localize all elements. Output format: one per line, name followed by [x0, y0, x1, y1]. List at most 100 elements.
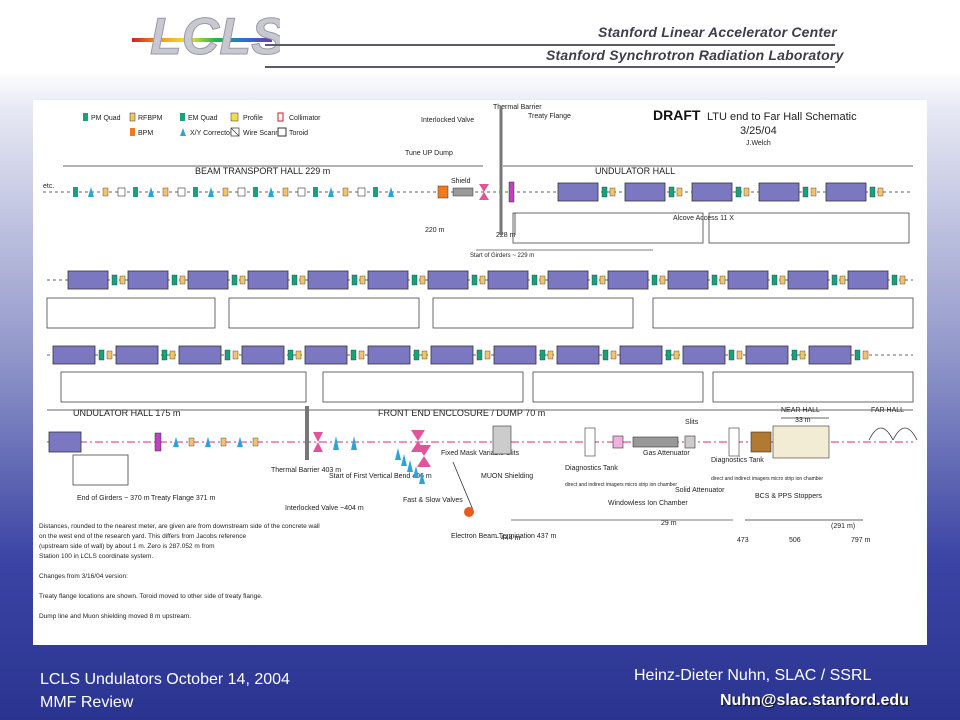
corrector-marker: [208, 187, 214, 197]
wire-scanner-marker: [117, 187, 126, 197]
label-near-hall-len: 33 m: [795, 417, 811, 424]
label-fixed-mask: Fixed Mask Variable Slits: [441, 450, 520, 457]
footer-review: MMF Review: [40, 694, 134, 711]
label-thermal-barrier: Thermal Barrier: [493, 104, 542, 111]
lab-name-ssrl: Stanford Synchrotron Radiation Laborator…: [546, 47, 844, 63]
legend-profile-swatch: [230, 112, 239, 122]
schematic-panel: DRAFT LTU end to Far Hall Schematic 3/25…: [33, 100, 927, 645]
undulator-segment: [52, 345, 96, 365]
undulator-segment: [557, 182, 599, 202]
quad-magnet: [411, 274, 418, 286]
bpm-marker: [609, 187, 616, 197]
quad-magnet: [111, 274, 118, 286]
corrector-marker: [88, 187, 94, 197]
lab-name-slac: Stanford Linear Accelerator Center: [598, 24, 837, 40]
corrector-marker: [237, 437, 243, 447]
bpm-marker: [421, 350, 428, 360]
label-alcove: Alcove Access 11 X: [673, 215, 734, 222]
label-interlocked-valve: Interlocked Valve: [421, 117, 474, 124]
note-2: (upstream side of wall) by about 1 m. Ze…: [39, 543, 215, 550]
label-29m: 29 m: [661, 520, 677, 527]
slide-header: LCLS Stanford Linear Accelerator Center …: [0, 0, 960, 75]
label-interlocked-valve-404: Interlocked Valve ~404 m: [285, 505, 364, 512]
undulator-segment: [178, 345, 222, 365]
legend-pm-quad: PM Quad: [91, 115, 121, 122]
bend-magnet-icon: [333, 436, 339, 450]
bend-magnet-icon: [351, 436, 357, 450]
undulator-segment: [556, 345, 600, 365]
bpm-marker: [676, 187, 683, 197]
undulator-segment: [493, 345, 537, 365]
undulator-segment: [691, 182, 733, 202]
bpm-marker: [547, 350, 554, 360]
header-rule-2: [265, 66, 835, 68]
bpm-marker: [358, 350, 365, 360]
dump-bend-icon: [395, 448, 401, 460]
shield-block: [452, 187, 474, 197]
wire-scanner-marker: [237, 187, 246, 197]
bpm-marker: [179, 275, 186, 285]
label-end-of-girders: End of Girders ~ 370 m: [77, 495, 150, 502]
beam-termination-icon: [464, 507, 474, 517]
label-muon-shielding: MUON Shielding: [481, 473, 533, 480]
undulator-segment: [187, 270, 229, 290]
label-gas-attenuator: Gas Attenuator: [643, 450, 690, 457]
quad-magnet: [171, 274, 178, 286]
bpm-marker: [862, 350, 869, 360]
bpm-marker: [295, 350, 302, 360]
interlocked-valve-icon: [479, 184, 489, 200]
title-date: 3/25/04: [740, 125, 777, 137]
quad-magnet: [668, 186, 675, 198]
label-windowless: Windowless Ion Chamber: [608, 500, 688, 507]
quad-magnet: [711, 274, 718, 286]
dump-bend-icon: [401, 454, 407, 466]
quad-magnet: [73, 187, 78, 197]
undulator-segment: [367, 270, 409, 290]
label-beam-transport-hall: BEAM TRANSPORT HALL 229 m: [195, 166, 330, 176]
diagnostics-tank-block: [728, 427, 740, 457]
undulator-segment: [847, 270, 889, 290]
label-slits: Slits: [685, 419, 699, 426]
near-hall-block: [772, 425, 830, 459]
legend-toroid-swatch: [277, 127, 287, 137]
label-bcs: BCS & PPS Stoppers: [755, 493, 822, 500]
undulator-segment: [682, 345, 726, 365]
beamline-schematic: DRAFT LTU end to Far Hall Schematic 3/25…: [39, 104, 918, 620]
undulator-segment: [745, 345, 789, 365]
label-506: 506: [789, 537, 801, 544]
corrector-marker: [268, 187, 274, 197]
legend-wire-scanner: Wire Scanner: [243, 130, 286, 137]
label-treaty-flange-371: Treaty Flange 371 m: [151, 495, 215, 502]
quad-magnet: [601, 186, 608, 198]
quad-magnet: [193, 187, 198, 197]
quad-magnet: [791, 349, 798, 361]
quad-magnet: [291, 274, 298, 286]
undulator-segment: [825, 182, 867, 202]
quad-magnet: [591, 274, 598, 286]
bpm-marker: [799, 350, 806, 360]
undulator-segment: [367, 345, 411, 365]
bpm-marker: [539, 275, 546, 285]
label-tune-up-dump: Tune UP Dump: [405, 150, 453, 157]
bpm-marker: [222, 187, 229, 197]
bpm-marker: [659, 275, 666, 285]
label-undulator-hall: UNDULATOR HALL: [595, 166, 675, 176]
label-front-end-enclosure: FRONT END ENCLOSURE / DUMP 70 m: [378, 408, 545, 418]
undulator-segment: [547, 270, 589, 290]
bpm-marker: [282, 187, 289, 197]
quad-magnet: [350, 349, 357, 361]
quad-magnet: [471, 274, 478, 286]
undulator-segment: [241, 345, 285, 365]
quad-magnet: [224, 349, 231, 361]
row4-labels: UNDULATOR HALL 175 m FRONT END ENCLOSURE…: [73, 407, 904, 544]
bpm-marker: [188, 437, 195, 447]
undulator-segment: [115, 345, 159, 365]
quad-magnet: [831, 274, 838, 286]
bpm-marker: [419, 275, 426, 285]
bpm-marker: [239, 275, 246, 285]
label-shield: Shield: [451, 178, 471, 185]
lcls-logo: LCLS: [132, 8, 280, 64]
row4-elements: [48, 425, 830, 517]
bpm-marker: [877, 187, 884, 197]
quad-magnet: [728, 349, 735, 361]
